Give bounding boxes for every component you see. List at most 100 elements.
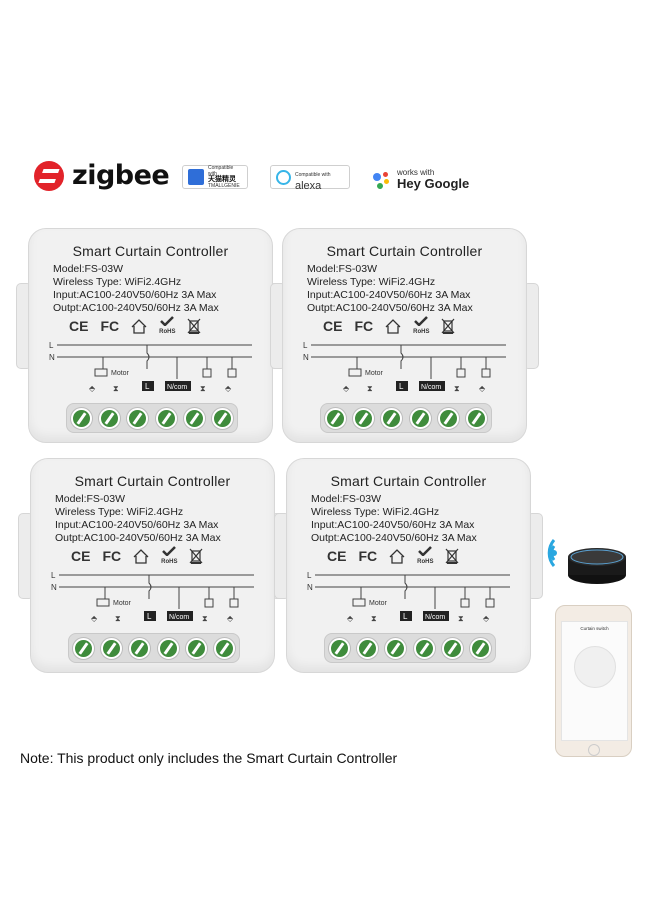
smartphone-image: Curtain switch <box>555 605 632 757</box>
motor-label: Motor <box>111 370 130 377</box>
terminal-screw <box>413 637 435 659</box>
terminal-block <box>66 403 238 433</box>
line-l-label: L <box>303 341 308 350</box>
module-title: Smart Curtain Controller <box>74 473 231 489</box>
terminal-screw <box>127 407 149 429</box>
svg-text:⧗: ⧗ <box>371 614 377 623</box>
terminal-l-label: L <box>147 612 152 621</box>
rohs-label: RoHS <box>413 329 430 335</box>
google-works-with-text: works with <box>397 168 435 177</box>
tmall-genie-badge: Compatible with 天猫精灵 TMALLGENIE <box>182 165 248 189</box>
checkmark-icon <box>162 546 177 557</box>
ce-mark: CE <box>69 318 89 334</box>
module-wireless: Wireless Type: WiFi2.4GHz <box>311 506 440 518</box>
svg-text:⧗: ⧗ <box>200 384 206 393</box>
svg-text:⧗: ⧗ <box>113 384 119 393</box>
certification-marks: CE FC RoHS <box>71 546 203 566</box>
wiring-schematic: L N Motor L N/com ⬘ ⧗ ⧗ ⬘ <box>303 341 506 393</box>
terminal-screw <box>98 407 120 429</box>
google-assistant-icon <box>372 170 392 190</box>
terminal-screw <box>324 407 346 429</box>
module-model: Model:FS-03W <box>307 263 378 275</box>
rohs-label: RoHS <box>159 329 176 335</box>
alexa-word: alexa <box>295 179 322 192</box>
svg-text:⬘: ⬘ <box>479 384 486 393</box>
terminal-screw <box>183 407 205 429</box>
alexa-icon <box>276 169 291 185</box>
zigbee-wordmark: zigbee <box>72 160 170 191</box>
google-badge: works with Hey Google <box>372 168 469 191</box>
svg-text:⧗: ⧗ <box>115 614 121 623</box>
rohs-label: RoHS <box>417 559 434 565</box>
rohs-label: RoHS <box>161 559 178 565</box>
tmall-main-text: 天猫精灵 <box>208 176 236 183</box>
curtain-controller-module: Smart Curtain Controller Model:FS-03W Wi… <box>274 458 543 673</box>
fcc-mark: FC <box>100 318 120 334</box>
motor-label: Motor <box>365 370 384 377</box>
terminal-screw <box>328 637 350 659</box>
line-n-label: N <box>307 583 313 592</box>
weee-bin-icon <box>188 318 201 334</box>
certification-marks: CE FC RoHS <box>69 316 201 336</box>
module-model: Model:FS-03W <box>53 263 124 275</box>
module-body: Smart Curtain Controller Model:FS-03W Wi… <box>286 458 531 673</box>
terminal-l-label: L <box>145 382 150 391</box>
svg-text:⬘: ⬘ <box>227 614 234 623</box>
alexa-compatible-text: Compatible with <box>295 171 331 178</box>
checkmark-icon <box>418 546 433 557</box>
wiring-schematic: L N Motor L N/com ⬘ ⧗ ⧗ ⬘ <box>51 571 254 623</box>
module-input: Input:AC100-240V50/60Hz 3A Max <box>55 519 219 531</box>
alexa-badge: Compatible with alexa <box>270 165 350 192</box>
rohs-mark: RoHS <box>417 546 433 566</box>
line-n-label: N <box>51 583 57 592</box>
terminal-ncom-label: N/com <box>425 614 445 621</box>
module-model: Model:FS-03W <box>55 493 126 505</box>
svg-text:⧗: ⧗ <box>202 614 208 623</box>
terminal-screw <box>100 637 122 659</box>
smart-speaker-image <box>568 548 626 584</box>
fcc-mark: FC <box>102 548 122 564</box>
certification-marks: CE FC RoHS <box>327 546 459 566</box>
svg-text:⬘: ⬘ <box>89 384 96 393</box>
module-input: Input:AC100-240V50/60Hz 3A Max <box>311 519 475 531</box>
checkmark-icon <box>160 316 175 327</box>
terminal-screw <box>409 407 431 429</box>
module-input: Input:AC100-240V50/60Hz 3A Max <box>307 289 471 301</box>
house-icon <box>389 548 405 564</box>
svg-text:⬘: ⬘ <box>91 614 98 623</box>
module-output: Outpt:AC100-240V50/60Hz 3A Max <box>53 302 219 314</box>
module-wireless: Wireless Type: WiFi2.4GHz <box>307 276 436 288</box>
house-icon <box>133 548 149 564</box>
line-l-label: L <box>307 571 312 580</box>
terminal-ncom-label: N/com <box>167 384 187 391</box>
line-n-label: N <box>49 353 55 362</box>
svg-text:⬘: ⬘ <box>347 614 354 623</box>
zigbee-logo: zigbee <box>34 160 170 191</box>
rohs-mark: RoHS <box>159 316 175 336</box>
motor-label: Motor <box>369 600 388 607</box>
terminal-block <box>320 403 492 433</box>
curtain-dial <box>574 646 616 688</box>
svg-text:⬘: ⬘ <box>483 614 490 623</box>
module-body: Smart Curtain Controller Model:FS-03W Wi… <box>28 228 273 443</box>
terminal-screw <box>356 637 378 659</box>
terminal-screw <box>185 637 207 659</box>
curtain-controller-module: Smart Curtain Controller Model:FS-03W Wi… <box>16 228 285 443</box>
module-input: Input:AC100-240V50/60Hz 3A Max <box>53 289 217 301</box>
house-icon <box>131 318 147 334</box>
weee-bin-icon <box>442 318 455 334</box>
line-l-label: L <box>49 341 54 350</box>
module-output: Outpt:AC100-240V50/60Hz 3A Max <box>311 532 477 544</box>
phone-screen-title: Curtain switch <box>580 626 609 631</box>
terminal-ncom-label: N/com <box>421 384 441 391</box>
svg-text:⧗: ⧗ <box>454 384 460 393</box>
google-main-text: Hey Google <box>397 176 470 191</box>
svg-text:⧗: ⧗ <box>367 384 373 393</box>
terminal-block <box>68 633 240 663</box>
module-wireless: Wireless Type: WiFi2.4GHz <box>53 276 182 288</box>
curtain-controller-module: Smart Curtain Controller Model:FS-03W Wi… <box>18 458 287 673</box>
module-title: Smart Curtain Controller <box>72 243 229 259</box>
ce-mark: CE <box>71 548 91 564</box>
terminal-screw <box>352 407 374 429</box>
terminal-screw <box>212 407 234 429</box>
